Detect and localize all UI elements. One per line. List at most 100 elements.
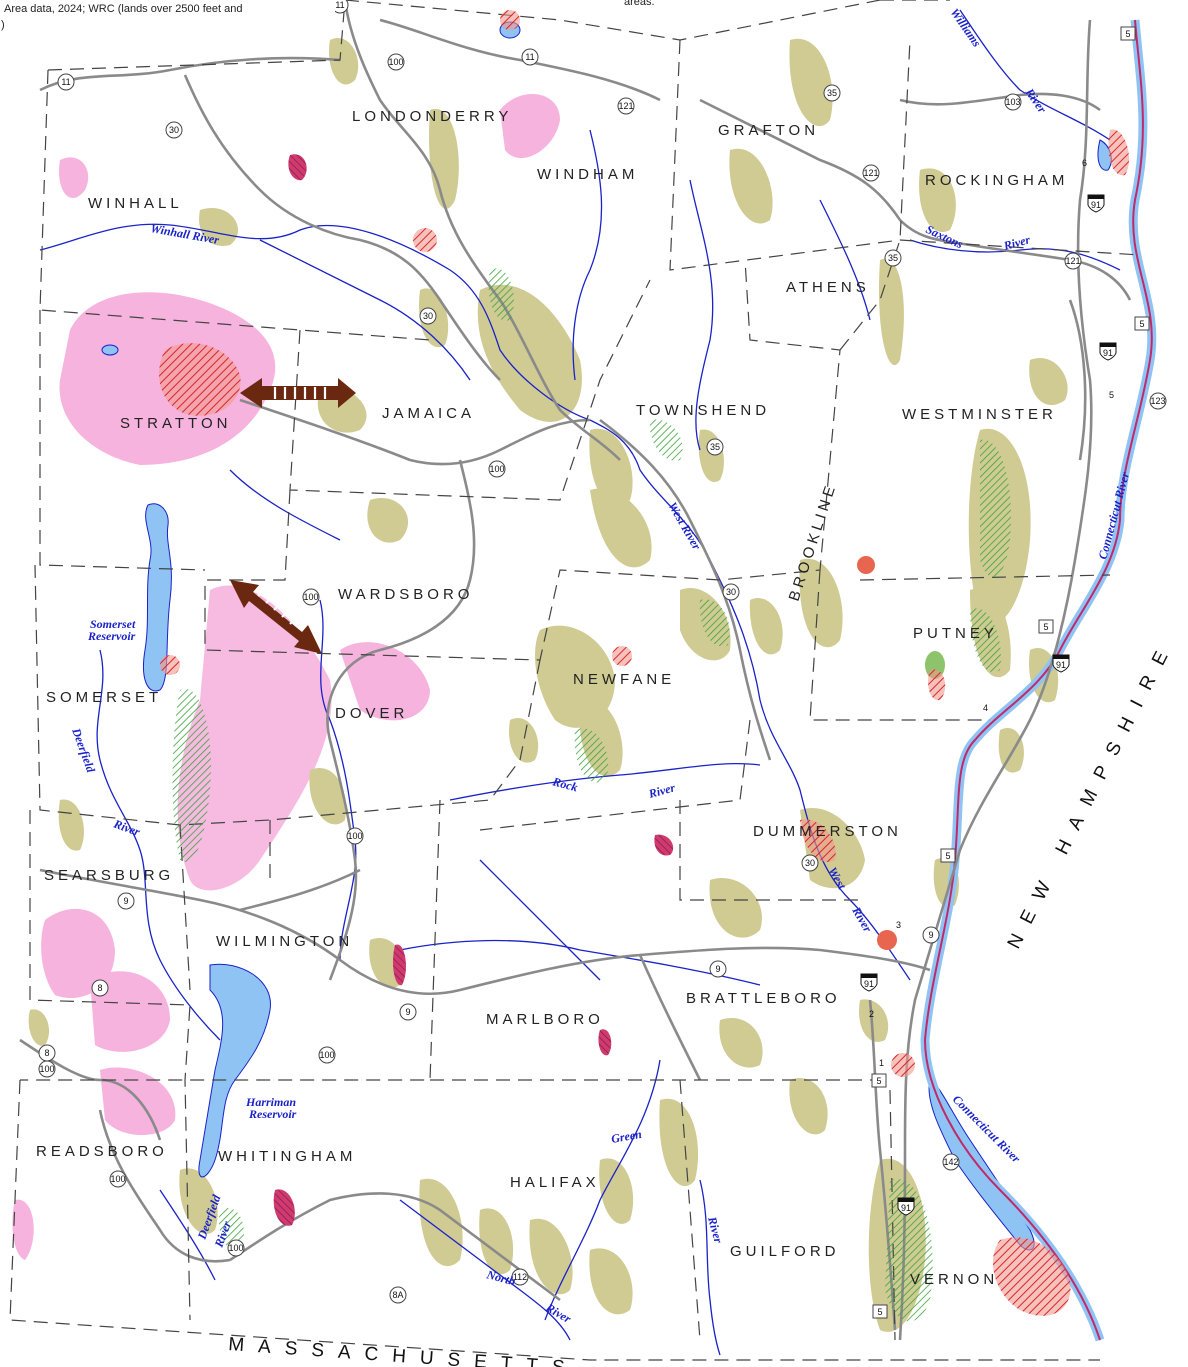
svg-text:112: 112 [513,1272,527,1282]
svg-text:30: 30 [805,858,815,868]
route-shield: 9 [399,1003,417,1021]
svg-text:5: 5 [877,1307,882,1317]
svg-text:9: 9 [123,896,128,906]
town-label-stratton: STRATTON [120,415,231,432]
svg-text:30: 30 [726,587,736,597]
svg-text:5: 5 [1109,390,1114,400]
river-label-green: River [705,1214,726,1245]
svg-text:9: 9 [715,964,720,974]
red-hatched-areas [159,10,1130,1316]
river-label-rock: River [646,780,677,801]
interstate-shield: 91 [1099,342,1117,361]
route-shield: 35 [823,84,841,102]
svg-text:11: 11 [61,77,70,87]
route-shield: 8 [38,1044,56,1062]
route-shield: 100 [318,1046,336,1064]
svg-text:121: 121 [618,101,633,111]
svg-text:8: 8 [97,983,102,993]
areas-note-box [610,0,670,8]
svg-text:121: 121 [863,168,878,178]
route-shield: 5 [872,1304,888,1319]
town-label-searsburg: SEARSBURG [44,867,174,884]
route-shield: 100 [387,53,405,71]
town-label-whitingham: WHITINGHAM [218,1148,356,1165]
svg-text:100: 100 [347,831,362,841]
route-shield: 11 [521,48,539,66]
route-shield: 100 [346,827,364,845]
route-shield: 100 [302,588,320,606]
svg-text:3: 3 [896,920,901,930]
route-shield: 5 [1134,316,1150,331]
svg-text:100: 100 [110,1174,125,1184]
town-label-vernon: VERNON [910,1271,998,1288]
svg-text:30: 30 [169,125,179,135]
waterbody-label-somerset: Reservoir [87,629,136,643]
svg-text:5: 5 [1139,319,1144,329]
route-shields: 11 11 11 100 121 35 121 103 5 91 121 35 … [38,0,1167,1319]
town-label-windham: WINDHAM [537,166,638,183]
river-label-rock: Rock [550,774,579,794]
town-label-wilmington: WILMINGTON [216,933,353,950]
svg-text:35: 35 [888,253,898,263]
svg-text:100: 100 [39,1064,54,1074]
route-shield: 5 [871,1073,887,1088]
svg-text:6: 6 [1082,158,1087,168]
town-label-somerset: SOMERSET [46,689,162,706]
route-shield: 8 [91,979,109,997]
interstate-exits: 6 5 4 3 2 1 [869,158,1114,1068]
svg-text:5: 5 [945,851,950,861]
route-shield: 100 [227,1239,245,1257]
rivers-network [39,9,1121,1356]
svg-text:11: 11 [525,52,534,62]
route-shield: 30 [165,121,183,139]
svg-text:121: 121 [1065,256,1080,266]
route-shield: 121 [1064,252,1082,270]
svg-text:100: 100 [319,1050,334,1060]
town-label-townshend: TOWNSHEND [636,402,770,419]
town-label-rockingham: ROCKINGHAM [925,172,1068,189]
route-shield: 142 [942,1153,960,1171]
source-note-box [0,0,335,32]
route-shield: 100 [109,1170,127,1188]
town-label-newfane: NEWFANE [573,671,675,688]
waterbody-label-somerset: Somerset [90,617,136,631]
svg-text:123: 123 [1150,396,1165,406]
route-shield: 100 [38,1060,56,1078]
svg-text:91: 91 [1091,200,1101,210]
svg-text:9: 9 [928,930,933,940]
svg-text:142: 142 [943,1157,958,1167]
route-shield: 30 [801,854,819,872]
route-shield: 5 [1038,619,1054,634]
town-label-dummerston: DUMMERSTON [753,823,902,840]
town-label-grafton: GRAFTON [718,122,819,139]
town-label-athens: ATHENS [786,279,870,296]
source-note-line1: Area data, 2024; WRC (lands over 2500 fe… [4,3,242,15]
svg-text:35: 35 [710,442,720,452]
svg-text:8A: 8A [392,1290,403,1300]
svg-text:100: 100 [489,464,504,474]
route-shield: 123 [1149,392,1167,410]
svg-text:91: 91 [1103,348,1113,358]
town-label-brattleboro: BRATTLEBORO [686,990,841,1007]
route-shield: 30 [722,583,740,601]
town-label-jamaica: JAMAICA [382,405,475,422]
interstate-shield: 91 [1052,654,1070,673]
svg-text:100: 100 [388,57,403,67]
town-label-readsboro: READSBORO [36,1143,168,1160]
svg-text:91: 91 [1056,660,1066,670]
interstate-shield: 91 [860,973,878,992]
connectivity-arrow-somerset-dover [230,580,322,654]
svg-text:30: 30 [423,311,433,321]
route-shield: 35 [884,249,902,267]
svg-text:8: 8 [44,1048,49,1058]
town-label-dover: DOVER [335,705,408,722]
svg-text:103: 103 [1005,97,1020,107]
svg-text:5: 5 [1043,622,1048,632]
svg-text:91: 91 [901,1203,911,1213]
route-shield: 103 [1004,93,1022,111]
river-label-saxtons: River [1001,232,1032,253]
route-shield: 9 [709,960,727,978]
route-shield: 5 [1120,26,1136,41]
svg-text:4: 4 [983,703,988,713]
